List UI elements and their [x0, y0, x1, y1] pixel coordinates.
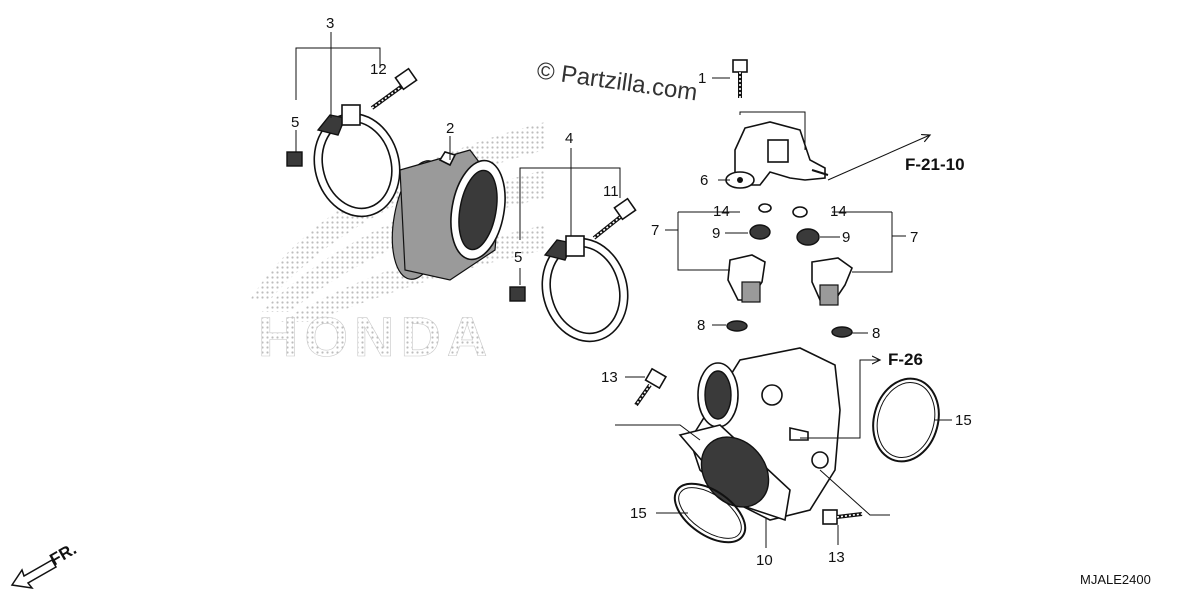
fuel-injector-right — [792, 206, 853, 338]
fuel-rail — [725, 121, 829, 189]
callout-2: 2 — [446, 120, 454, 137]
callout-10: 10 — [756, 552, 773, 569]
leader-lines — [295, 32, 952, 548]
callout-15-lower: 15 — [630, 505, 647, 522]
callout-11: 11 — [603, 183, 619, 200]
watermark-text: © Partzilla.com — [535, 57, 699, 106]
bolt-13-upper — [634, 367, 668, 407]
callout-6: 6 — [700, 172, 708, 189]
reference-f26: F-26 — [888, 350, 923, 369]
callout-8-right: 8 — [872, 325, 880, 342]
hose-clamp-left — [313, 104, 401, 218]
honda-logo-text: HONDA — [258, 305, 493, 368]
intake-boot — [391, 149, 506, 281]
callout-1: 1 — [698, 70, 706, 87]
nut-5-left — [286, 151, 303, 167]
hose-clamp-right — [541, 235, 629, 343]
callout-14-right: 14 — [830, 203, 847, 220]
bolt-11 — [592, 197, 637, 240]
o-ring-15-right — [872, 377, 940, 463]
fuel-injector-left — [726, 203, 772, 332]
callout-13-lower: 13 — [828, 549, 845, 566]
callout-3: 3 — [326, 15, 334, 32]
reference-f21-10: F-21-10 — [905, 155, 965, 174]
callout-9-left: 9 — [712, 225, 720, 242]
callout-7-right: 7 — [910, 229, 918, 246]
callout-8-left: 8 — [697, 317, 705, 334]
throttle-body — [678, 347, 841, 522]
bolt-13-lower — [822, 509, 863, 525]
front-arrow-icon: FR. — [10, 539, 80, 590]
o-ring-15-lower — [673, 482, 747, 544]
callout-4: 4 — [565, 130, 573, 147]
diagram-code: MJALE2400 — [1080, 572, 1151, 587]
nut-5-right — [509, 286, 526, 302]
callout-12: 12 — [370, 61, 387, 78]
bolt-1 — [732, 59, 748, 98]
callout-5-right: 5 — [514, 249, 522, 266]
callout-9-right: 9 — [842, 229, 850, 246]
bolt-12 — [370, 67, 418, 110]
callout-15-right: 15 — [955, 412, 972, 429]
callout-7-left: 7 — [651, 222, 659, 239]
callout-14-left: 14 — [713, 203, 730, 220]
callout-13-upper: 13 — [601, 369, 618, 386]
callout-5-left: 5 — [291, 114, 299, 131]
